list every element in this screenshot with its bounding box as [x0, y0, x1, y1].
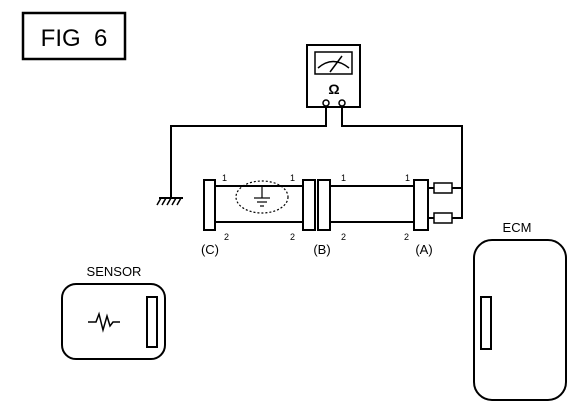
- ground-icon: [156, 197, 183, 206]
- probe-terminal-right: [338, 99, 346, 107]
- connector-b-label: (B): [313, 242, 330, 257]
- sensor-label: SENSOR: [87, 264, 142, 279]
- meter-scale-arc: [317, 60, 350, 69]
- probe-terminal-left: [322, 99, 330, 107]
- connector-b-pin-right-1: 1: [341, 173, 346, 183]
- connector-a-pin-1: 1: [405, 173, 410, 183]
- connector-a-label: (A): [415, 242, 432, 257]
- sensor: SENSOR: [61, 264, 166, 360]
- connector-a-pin-2: 2: [404, 232, 409, 242]
- test-lead-right: [341, 106, 463, 219]
- connector-c-label: (C): [201, 242, 219, 257]
- connector-c-pin-1: 1: [222, 173, 227, 183]
- ecm-label: ECM: [503, 220, 532, 235]
- ecm: ECM: [473, 220, 567, 401]
- connector-b-pin-left-2: 2: [290, 232, 295, 242]
- test-lead-left: [170, 106, 327, 198]
- sensor-signal-icon: [88, 311, 120, 333]
- meter-needle: [329, 55, 343, 73]
- connector-c-pin-2: 2: [224, 232, 229, 242]
- ecm-connector-port: [480, 296, 492, 350]
- ohmmeter: Ω: [306, 44, 361, 108]
- connector-b-pin-left-1: 1: [290, 173, 295, 183]
- connector-b-pin-right-2: 2: [341, 232, 346, 242]
- connector-c: 1 2 (C): [201, 173, 229, 257]
- connector-b: 1 2 1 2 (B): [290, 173, 346, 257]
- ohm-symbol: Ω: [328, 81, 339, 97]
- short-circuit-marker: [235, 180, 289, 214]
- figure-label-text: FIG 6: [41, 25, 108, 52]
- probe-tip-lower: [433, 212, 453, 224]
- figure-label: FIG 6: [21, 11, 127, 61]
- connector-a: 1 2 (A): [404, 173, 433, 257]
- sensor-connector-port: [146, 296, 158, 348]
- probe-tip-upper: [433, 182, 453, 194]
